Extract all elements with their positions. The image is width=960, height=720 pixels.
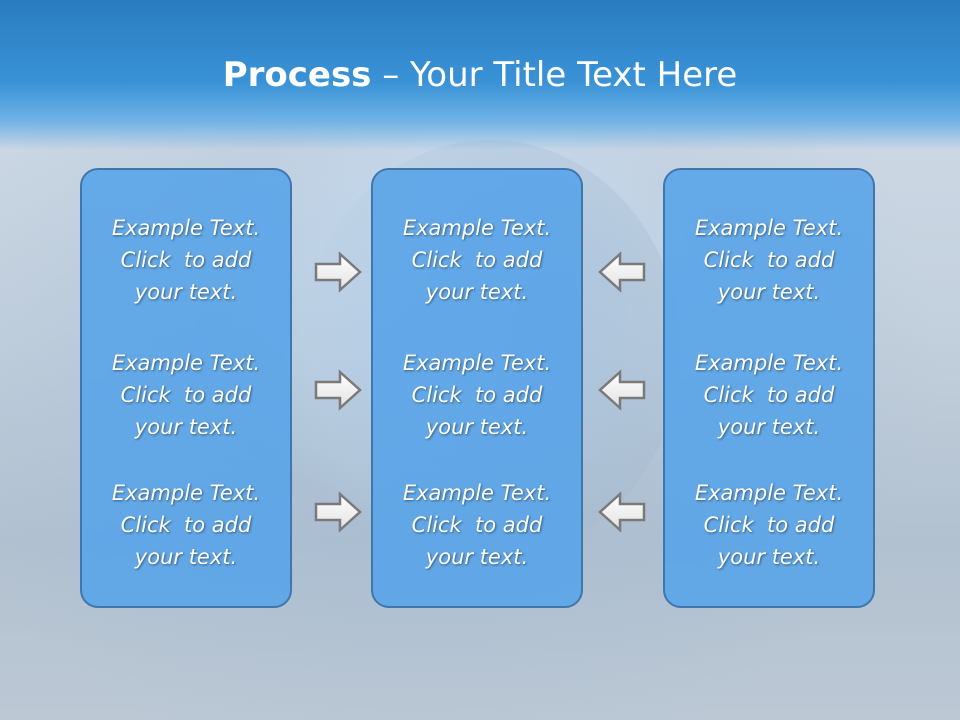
text-line: your text. xyxy=(425,280,529,304)
text-line: Example Text. xyxy=(694,351,844,375)
text-placeholder[interactable]: Example Text. Click to add your text. xyxy=(82,477,290,573)
text-line: Click to add xyxy=(411,248,543,272)
title-rest: – Your Title Text Here xyxy=(371,55,738,95)
title-bold: Process xyxy=(222,55,372,95)
text-placeholder[interactable]: Example Text. Click to add your text. xyxy=(373,347,581,443)
text-line: Example Text. xyxy=(111,216,261,240)
right-arrow-icon xyxy=(314,491,362,533)
text-line: your text. xyxy=(134,280,238,304)
text-line: your text. xyxy=(717,415,821,439)
slide-title[interactable]: Process – Your Title Text Here xyxy=(0,52,960,98)
text-line: Example Text. xyxy=(111,481,261,505)
text-line: Example Text. xyxy=(402,481,552,505)
text-line: your text. xyxy=(425,545,529,569)
text-line: Click to add xyxy=(120,383,252,407)
process-box-right[interactable]: Example Text. Click to add your text. Ex… xyxy=(663,168,875,608)
text-line: Click to add xyxy=(120,513,252,537)
text-line: Click to add xyxy=(120,248,252,272)
text-placeholder[interactable]: Example Text. Click to add your text. xyxy=(665,347,873,443)
text-placeholder[interactable]: Example Text. Click to add your text. xyxy=(82,212,290,308)
text-line: your text. xyxy=(717,280,821,304)
text-placeholder[interactable]: Example Text. Click to add your text. xyxy=(665,477,873,573)
text-line: your text. xyxy=(425,415,529,439)
text-line: your text. xyxy=(717,545,821,569)
process-box-center[interactable]: Example Text. Click to add your text. Ex… xyxy=(371,168,583,608)
text-line: Example Text. xyxy=(402,351,552,375)
text-line: your text. xyxy=(134,415,238,439)
text-line: Example Text. xyxy=(402,216,552,240)
text-line: Example Text. xyxy=(111,351,261,375)
text-placeholder[interactable]: Example Text. Click to add your text. xyxy=(82,347,290,443)
text-line: Click to add xyxy=(703,383,835,407)
text-line: Example Text. xyxy=(694,481,844,505)
right-arrow-icon xyxy=(314,251,362,293)
title-banner xyxy=(0,0,960,150)
text-line: Click to add xyxy=(411,383,543,407)
text-placeholder[interactable]: Example Text. Click to add your text. xyxy=(373,477,581,573)
text-line: Click to add xyxy=(703,248,835,272)
text-line: Click to add xyxy=(411,513,543,537)
text-line: Example Text. xyxy=(694,216,844,240)
text-line: Click to add xyxy=(703,513,835,537)
text-placeholder[interactable]: Example Text. Click to add your text. xyxy=(665,212,873,308)
process-box-left[interactable]: Example Text. Click to add your text. Ex… xyxy=(80,168,292,608)
right-arrow-icon xyxy=(314,369,362,411)
text-placeholder[interactable]: Example Text. Click to add your text. xyxy=(373,212,581,308)
left-arrow-icon xyxy=(598,369,646,411)
left-arrow-icon xyxy=(598,491,646,533)
left-arrow-icon xyxy=(598,251,646,293)
text-line: your text. xyxy=(134,545,238,569)
